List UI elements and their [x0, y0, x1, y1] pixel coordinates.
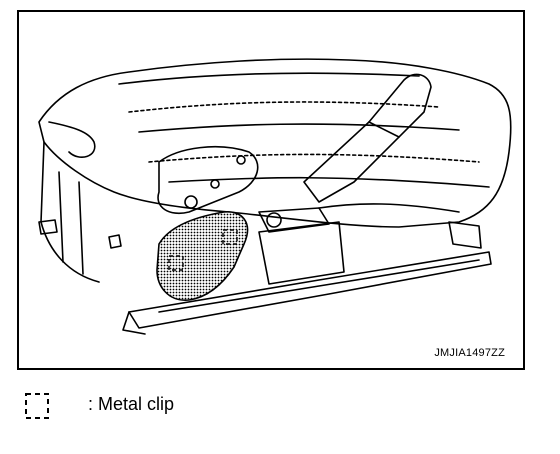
stitch-line [128, 101, 440, 113]
connector [38, 219, 58, 235]
stitch-line [168, 176, 490, 188]
dashed-square-icon [25, 393, 49, 419]
wiring-harness [48, 121, 96, 158]
slide-mechanism [258, 221, 345, 285]
seat-rail [128, 251, 492, 329]
figure-code: JMJIA1497ZZ [434, 347, 505, 359]
adjust-lever [303, 73, 432, 203]
legend-label: : Metal clip [88, 394, 175, 414]
metal-clip-marker [222, 229, 238, 245]
seat-cushion-outline [38, 58, 512, 228]
shield-cover [156, 211, 249, 301]
seat-cushion-illustration [38, 58, 512, 335]
metal-clip-marker [168, 255, 184, 271]
lever-grip-line [368, 121, 400, 138]
stitch-line [118, 72, 420, 85]
rail-foot [122, 311, 146, 335]
illustration-frame: JMJIA1497ZZ [17, 10, 525, 370]
connector [108, 234, 122, 249]
side-bracket [157, 146, 259, 214]
seat-front-skirt [40, 141, 100, 283]
bracket-hole [184, 195, 198, 209]
stitch-line [148, 153, 480, 163]
stitch-line [138, 123, 460, 133]
rear-bracket [448, 221, 482, 249]
pivot-bolt [266, 212, 282, 228]
seat-rail-inner [158, 259, 480, 313]
bracket-hole [210, 179, 220, 189]
seat-side-panel [58, 171, 84, 275]
bracket-hole [236, 155, 246, 165]
linkage-rod [318, 203, 460, 213]
